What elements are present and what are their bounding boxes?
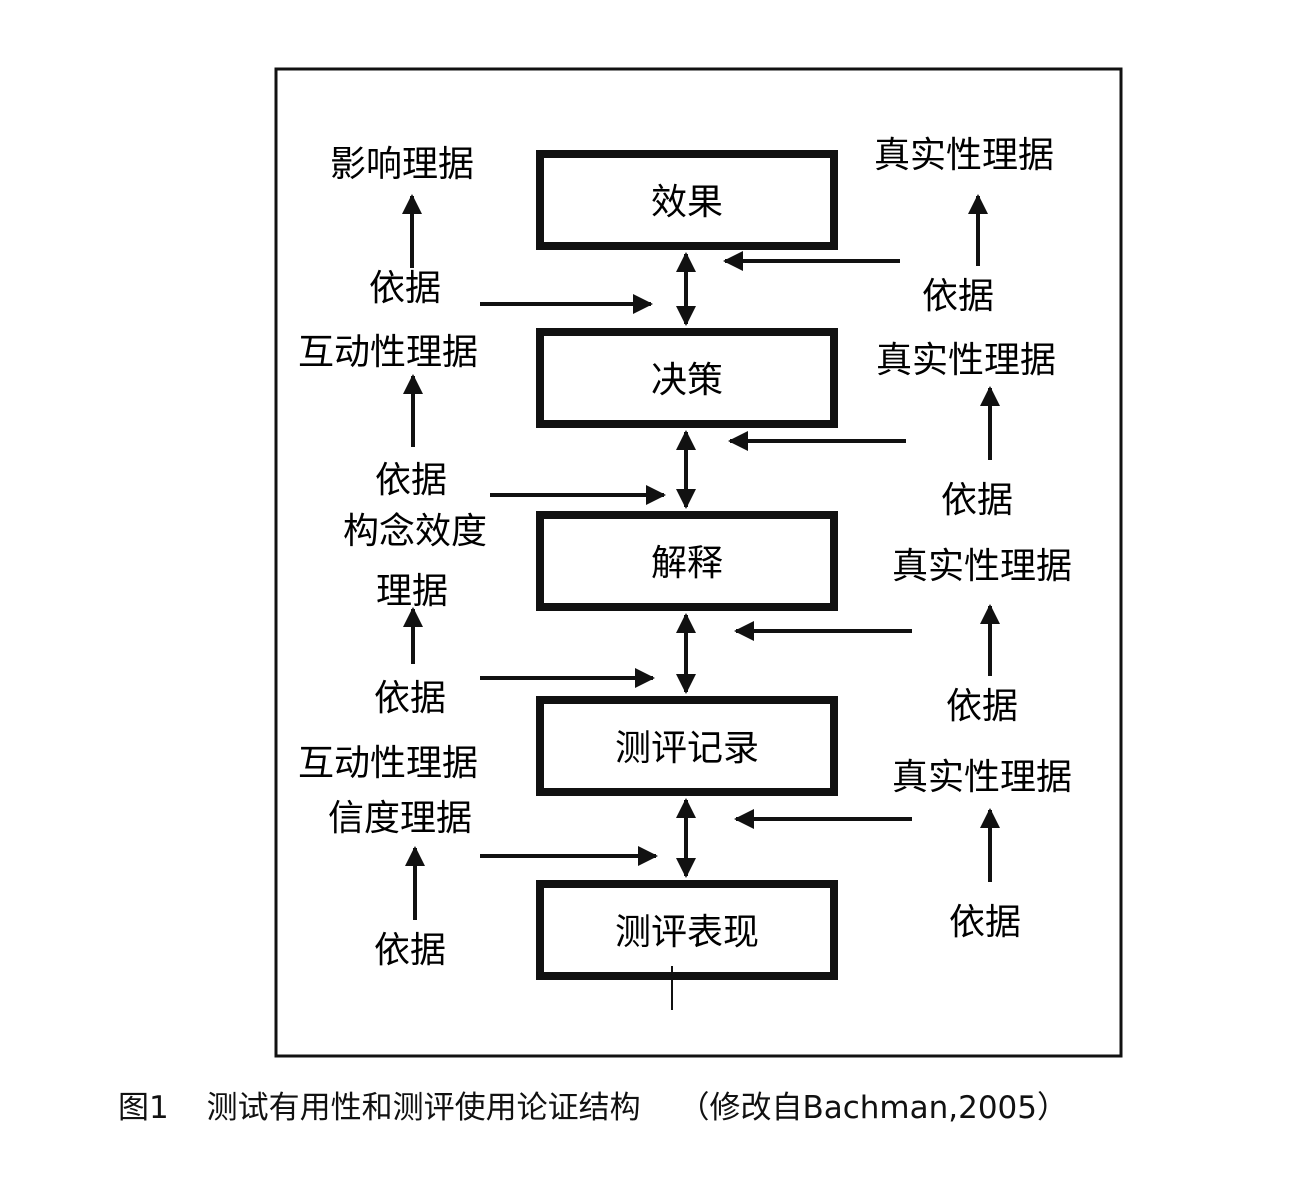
box-decision-label: 决策 xyxy=(651,360,723,401)
right-authenticity-3: 真实性理据 xyxy=(892,546,1072,587)
box-record: 测评记录 xyxy=(536,696,838,796)
caption-title: 测试有用性和测评使用论证结构 xyxy=(206,1090,641,1126)
box-interpretation: 解释 xyxy=(536,511,838,611)
left-basis-1: 依据 xyxy=(369,268,441,309)
right-basis-2: 依据 xyxy=(941,480,1013,521)
box-performance-label: 测评表现 xyxy=(615,912,759,953)
right-basis-3: 依据 xyxy=(946,686,1018,727)
left-basis-4: 依据 xyxy=(374,930,446,971)
right-authenticity-4: 真实性理据 xyxy=(892,757,1072,798)
right-basis-1: 依据 xyxy=(922,276,994,317)
figure-caption: 图1 测试有用性和测评使用论证结构 （修改自Bachman,2005） xyxy=(118,1088,1218,1128)
left-construct-validity-2: 理据 xyxy=(376,571,448,612)
left-basis-2: 依据 xyxy=(375,460,447,501)
box-effect: 效果 xyxy=(536,150,838,250)
left-construct-validity-1: 构念效度 xyxy=(343,511,487,552)
left-reliability-rationale: 信度理据 xyxy=(328,798,472,839)
left-interaction-rationale-1: 互动性理据 xyxy=(298,332,478,373)
right-authenticity-1: 真实性理据 xyxy=(874,135,1054,176)
caption-source: （修改自Bachman,2005） xyxy=(678,1090,1068,1126)
box-decision: 决策 xyxy=(536,328,838,428)
box-record-label: 测评记录 xyxy=(615,728,759,769)
left-basis-3: 依据 xyxy=(374,678,446,719)
right-basis-4: 依据 xyxy=(949,902,1021,943)
box-effect-label: 效果 xyxy=(651,182,723,223)
left-impact-rationale: 影响理据 xyxy=(330,144,474,185)
left-interaction-rationale-2: 互动性理据 xyxy=(298,743,478,784)
box-performance: 测评表现 xyxy=(536,880,838,980)
right-authenticity-2: 真实性理据 xyxy=(876,340,1056,381)
caption-figure-number: 图1 xyxy=(118,1090,169,1126)
box-interpretation-label: 解释 xyxy=(651,543,723,584)
outer-frame xyxy=(274,67,1123,1058)
